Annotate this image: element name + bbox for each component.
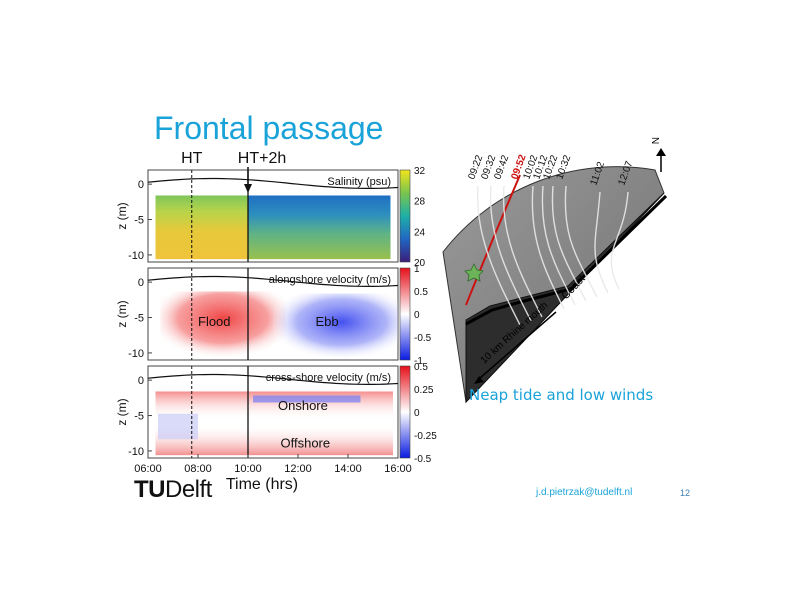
contact-email[interactable]: j.d.pietrzak@tudelft.nl bbox=[536, 487, 633, 498]
y-axis-label: z (m) bbox=[115, 202, 129, 229]
front-track-line bbox=[465, 174, 521, 306]
colorbar-tick-label: 20 bbox=[414, 258, 426, 269]
y-axis-label: z (m) bbox=[115, 398, 129, 425]
tudelft-logo: TUDelft bbox=[134, 476, 212, 504]
ebb-region bbox=[273, 293, 398, 358]
colorbar-tick-label: -0.5 bbox=[414, 454, 432, 465]
region-annotation: Onshore bbox=[278, 398, 328, 413]
front-position-line bbox=[502, 185, 543, 318]
x-tick-label: 10:00 bbox=[234, 463, 262, 475]
front-position-line bbox=[564, 185, 598, 298]
time-marker-label: HT bbox=[181, 150, 203, 167]
map-coastline bbox=[465, 194, 668, 326]
x-tick-label: 06:00 bbox=[134, 463, 162, 475]
x-tick-label: 16:00 bbox=[384, 463, 412, 475]
panel-title: Salinity (psu) bbox=[327, 176, 391, 188]
front-position-line bbox=[531, 185, 565, 310]
y-tick-label: -5 bbox=[134, 215, 144, 227]
onshore-band bbox=[253, 395, 361, 403]
y-tick-label: -5 bbox=[134, 313, 144, 325]
panel-title: alongshore velocity (m/s) bbox=[269, 274, 391, 286]
colorbar-tick-label: 0 bbox=[414, 408, 420, 419]
y-tick-label: -10 bbox=[128, 446, 144, 458]
front-position-line bbox=[489, 185, 532, 322]
colorbar-tick-label: -0.25 bbox=[414, 431, 437, 442]
front-position-line bbox=[610, 191, 629, 290]
surface-elevation-line bbox=[147, 275, 399, 287]
y-tick-label: -5 bbox=[134, 411, 144, 423]
colorbar-tick-label: 0 bbox=[414, 310, 420, 321]
flood-region bbox=[160, 291, 286, 360]
colorbar-tick-label: 0.5 bbox=[414, 362, 428, 373]
page-number: 12 bbox=[680, 488, 691, 498]
x-tick-label: 14:00 bbox=[334, 463, 362, 475]
colorbar bbox=[399, 169, 411, 263]
colorbar bbox=[399, 365, 411, 459]
time-marker-label: HT+2h bbox=[238, 150, 286, 167]
front-position-line bbox=[551, 185, 587, 302]
y-tick-label: 0 bbox=[138, 179, 144, 191]
front-position-line bbox=[594, 191, 609, 294]
y-axis-label: z (m) bbox=[115, 300, 129, 327]
colorbar-tick-label: -0.5 bbox=[414, 333, 432, 344]
logo-bold: TU bbox=[134, 476, 166, 503]
time-marker-arrow-icon bbox=[244, 184, 252, 193]
region-annotation: Ebb bbox=[316, 314, 339, 329]
region-annotation: Offshore bbox=[281, 435, 331, 450]
colorbar-tick-label: 1 bbox=[414, 264, 420, 275]
front-position-line bbox=[541, 185, 576, 306]
y-tick-label: -10 bbox=[128, 250, 144, 262]
slide-title: Frontal passage bbox=[154, 110, 384, 146]
x-tick-label: 08:00 bbox=[184, 463, 212, 475]
salinity-field-after bbox=[248, 195, 391, 260]
colorbar-tick-label: 0.25 bbox=[414, 385, 434, 396]
scale-arrow-icon bbox=[474, 376, 484, 384]
x-axis-label: Time (hrs) bbox=[226, 476, 298, 493]
region-annotation: Flood bbox=[198, 314, 231, 329]
colorbar-tick-label: -1 bbox=[414, 356, 423, 367]
colorbar-tick-label: 28 bbox=[414, 197, 426, 208]
logo-rest: Delft bbox=[165, 476, 212, 503]
panel-title: cross-shore velocity (m/s) bbox=[266, 372, 391, 384]
y-tick-label: 0 bbox=[138, 277, 144, 289]
north-arrow-icon bbox=[656, 148, 666, 156]
map-caption: Neap tide and low winds bbox=[469, 386, 654, 404]
x-tick-label: 12:00 bbox=[284, 463, 312, 475]
y-tick-label: -10 bbox=[128, 348, 144, 360]
y-tick-label: 0 bbox=[138, 375, 144, 387]
north-label: N bbox=[649, 137, 660, 144]
colorbar-tick-label: 32 bbox=[414, 166, 426, 177]
surface-elevation-line bbox=[147, 373, 399, 385]
colorbar bbox=[399, 267, 411, 361]
front-position-line bbox=[476, 185, 521, 326]
colorbar-tick-label: 0.5 bbox=[414, 287, 428, 298]
ship-marker-icon bbox=[464, 263, 484, 282]
colorbar-tick-label: 24 bbox=[414, 227, 426, 238]
surface-elevation-line bbox=[147, 177, 399, 189]
scale-arrow-line bbox=[479, 311, 557, 379]
salinity-field-before bbox=[155, 195, 248, 260]
